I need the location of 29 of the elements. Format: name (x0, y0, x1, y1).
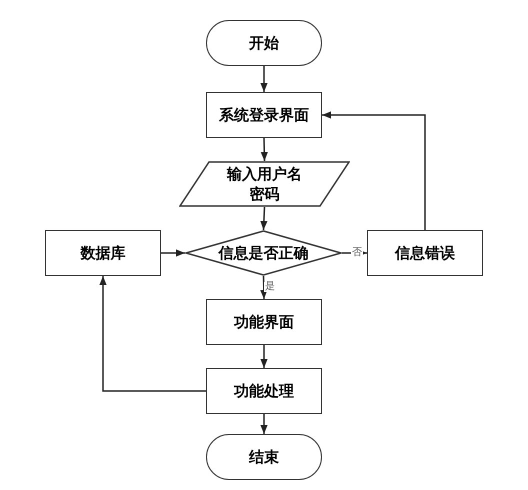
node-text: 信息错误 (395, 243, 455, 263)
edge-label: 是 (264, 282, 276, 292)
terminal-shape (206, 20, 322, 66)
node-text: 结束 (249, 447, 279, 467)
terminal-shape (206, 434, 322, 480)
arrow (260, 66, 268, 92)
edge-label: 否 (351, 248, 363, 258)
process-box (206, 299, 322, 345)
arrow (260, 414, 268, 434)
input-parallelogram (179, 161, 350, 207)
node-text: 信息是否正确 (218, 243, 308, 263)
arrow (161, 249, 185, 257)
arrow (260, 206, 268, 230)
arrow (260, 276, 268, 300)
decision-diamond (185, 230, 342, 276)
node-text: 开始 (249, 33, 279, 53)
process-box (206, 368, 322, 414)
node-text: 系统登录界面 (219, 105, 309, 125)
node-text: 功能处理 (234, 381, 294, 401)
node-text: 输入用户名密码 (226, 164, 303, 204)
arrow (99, 276, 206, 392)
node-text: 数据库 (80, 243, 126, 263)
node-text: 功能界面 (234, 312, 294, 332)
arrow (322, 111, 426, 230)
process-box (206, 92, 322, 138)
process-box (367, 230, 483, 276)
arrow (260, 138, 268, 162)
arrow (260, 345, 268, 368)
process-box (45, 230, 161, 276)
